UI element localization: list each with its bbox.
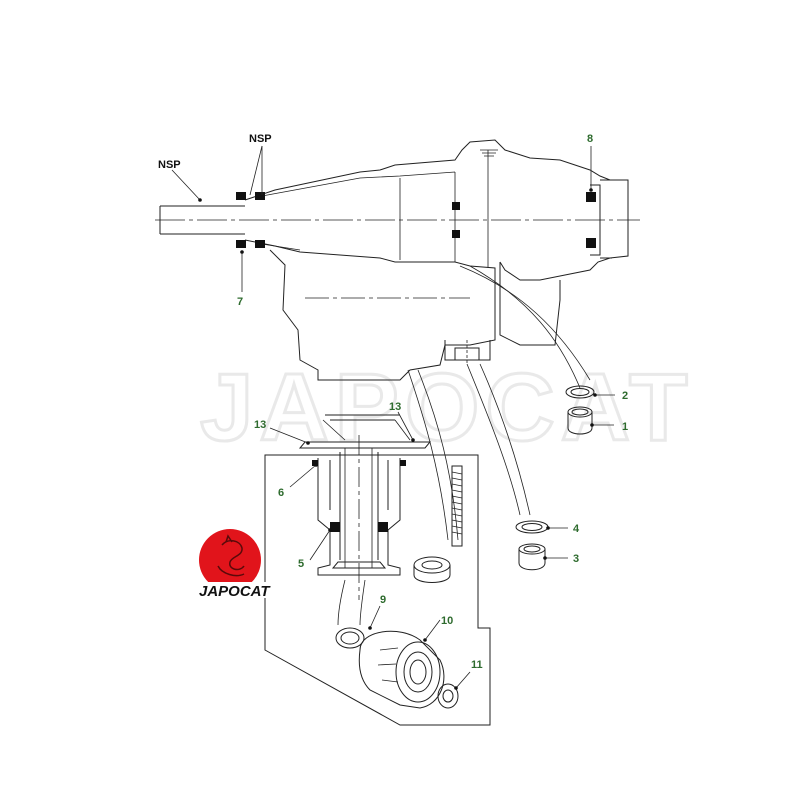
washer-2: [565, 385, 615, 399]
leader-lines-lower: [269, 411, 415, 561]
stud-and-nut: [413, 465, 463, 583]
label-7: 7: [237, 296, 243, 308]
logo-cat-icon: [217, 534, 245, 577]
label-6: 6: [278, 487, 284, 499]
flange-10: [358, 619, 445, 709]
label-10: 10: [441, 615, 453, 627]
label-11: 11: [471, 659, 483, 671]
leader-lines-top: [171, 145, 593, 292]
input-housing: [312, 435, 406, 600]
label-nsp-left: NSP: [158, 159, 181, 171]
plug-1: [567, 406, 614, 435]
logo-red-circle: [199, 529, 261, 591]
drain-plug-leaders: [459, 265, 591, 389]
label-5: 5: [298, 558, 304, 570]
label-9: 9: [380, 594, 386, 606]
watermark-text: JAPOCAT: [200, 354, 694, 461]
logo-text: JAPOCAT: [199, 583, 271, 600]
label-8: 8: [587, 133, 593, 145]
oil-seal-9: [335, 579, 381, 649]
gasket-13: [298, 414, 432, 449]
label-3: 3: [573, 553, 579, 565]
label-2: 2: [622, 390, 628, 402]
fill-plug-leaders: [407, 363, 531, 541]
seal-right: [586, 192, 596, 248]
label-4: 4: [573, 523, 580, 535]
label-1: 1: [622, 421, 628, 433]
subassembly-frame: [264, 454, 491, 726]
label-13-right: 13: [389, 401, 401, 413]
transfer-housing: [155, 139, 640, 381]
japocat-logo: JAPOCAT: [197, 529, 271, 600]
washer-4: [515, 520, 568, 534]
nut-11: [437, 671, 471, 709]
label-13-left: 13: [254, 419, 266, 431]
plug-3: [518, 543, 568, 571]
label-nsp-top: NSP: [249, 133, 272, 145]
